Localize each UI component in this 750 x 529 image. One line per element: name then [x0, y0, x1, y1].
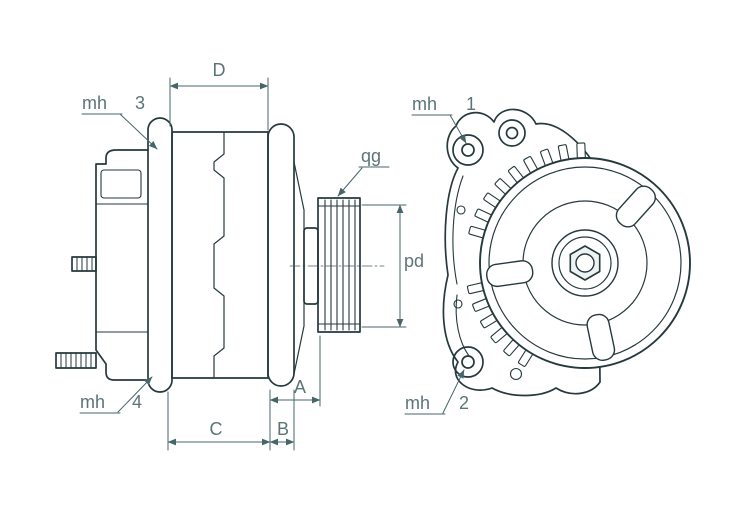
mount-hole-top: [505, 126, 519, 140]
leader-mh4: [79, 376, 153, 414]
side-view: [55, 117, 385, 393]
leader-qg: [337, 166, 390, 197]
dim-label-pd: pd: [404, 251, 424, 271]
dim-label-b: B: [277, 419, 289, 439]
stator-body: [171, 131, 269, 379]
mount-hole-1: [461, 143, 475, 157]
leader-mh3: [81, 113, 158, 150]
terminal-stud-upper: [71, 256, 97, 272]
mh4-number: 4: [132, 392, 142, 412]
mh4-prefix: mh: [80, 392, 105, 412]
mount-ear-lower-left: [452, 346, 484, 378]
mh3-prefix: mh: [82, 93, 107, 113]
mounting-ears: [452, 119, 526, 381]
dim-label-c: C: [210, 419, 223, 439]
dim-d: [169, 77, 269, 131]
front-mounting-flange: [267, 123, 295, 387]
leader-mh1: [411, 114, 467, 144]
labels: D C B A pd qg mh 3 mh 4 mh 1 mh 2: [80, 60, 476, 439]
mh1-number: 1: [466, 94, 476, 114]
mh1-prefix: mh: [412, 94, 437, 114]
bracket-hole-bottom: [509, 367, 523, 381]
dim-pd: [361, 204, 407, 328]
drive-end-bell: [293, 161, 305, 375]
dimensions: [79, 77, 467, 451]
pulley-side: [317, 197, 361, 333]
dim-label-qg: qg: [361, 146, 381, 166]
rear-mounting-flange: [147, 117, 173, 393]
mount-ear-top: [498, 119, 526, 147]
hub-ring-inner: [558, 236, 612, 290]
rear-housing: [95, 149, 149, 381]
mount-ear-upper-left: [452, 134, 484, 166]
mh2-prefix: mh: [405, 393, 430, 413]
mh2-number: 2: [459, 393, 469, 413]
front-view: [442, 108, 691, 397]
leader-mh2: [404, 369, 465, 415]
shaft-end: [575, 253, 595, 273]
dim-a: [269, 335, 321, 407]
pulley-front-face: [479, 157, 691, 369]
pulley-spokes: [486, 185, 656, 361]
dim-c: [167, 389, 295, 451]
dim-label-a: A: [294, 377, 306, 397]
bracket-hole-small-upper: [456, 205, 466, 215]
dim-label-d: D: [213, 60, 226, 80]
mount-hole-2: [461, 355, 475, 369]
mh3-number: 3: [135, 93, 145, 113]
bracket-hole-small-lower: [453, 299, 463, 309]
terminal-stud-lower: [55, 352, 97, 369]
